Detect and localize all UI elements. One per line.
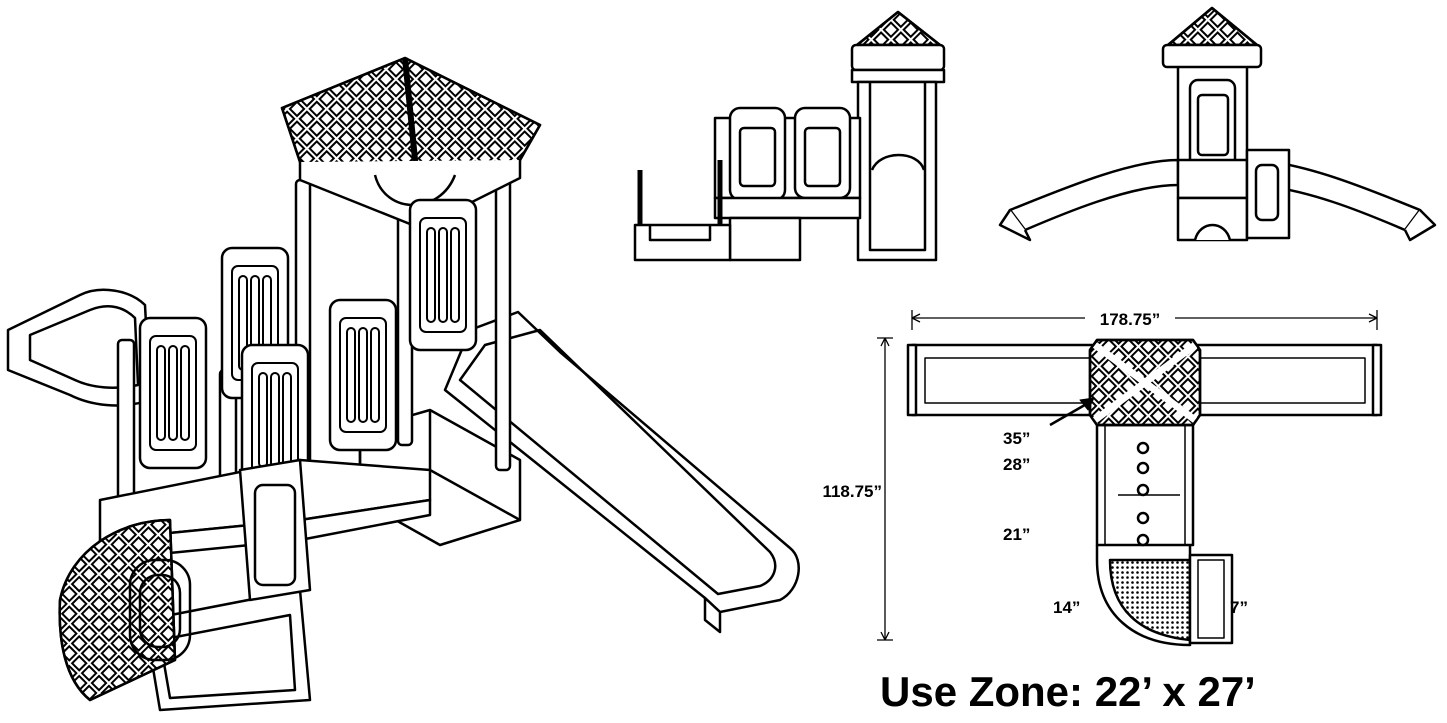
iso-roof: [280, 56, 542, 230]
isometric-view: [6, 56, 800, 712]
dim-overall-width: 178.75”: [1100, 310, 1161, 329]
dim-deck-7: 7”: [1230, 598, 1248, 617]
dim-deck-14: 14”: [1053, 598, 1080, 617]
leader-arrow: [1049, 400, 1091, 427]
plan-view: [877, 310, 1383, 647]
side-elevation-view: [633, 10, 946, 262]
iso-slide: [443, 310, 800, 634]
dim-deck-35: 35”: [1003, 429, 1030, 448]
use-zone-label: Use Zone: 22’ x 27’: [880, 668, 1256, 715]
iso-lower-step: [58, 458, 312, 702]
dim-overall-depth: 118.75”: [822, 482, 882, 501]
dimension-lines: [877, 310, 1378, 641]
dim-deck-28: 28”: [1003, 455, 1030, 474]
dim-deck-21: 21”: [1003, 525, 1030, 544]
front-elevation-view: [998, 6, 1437, 242]
